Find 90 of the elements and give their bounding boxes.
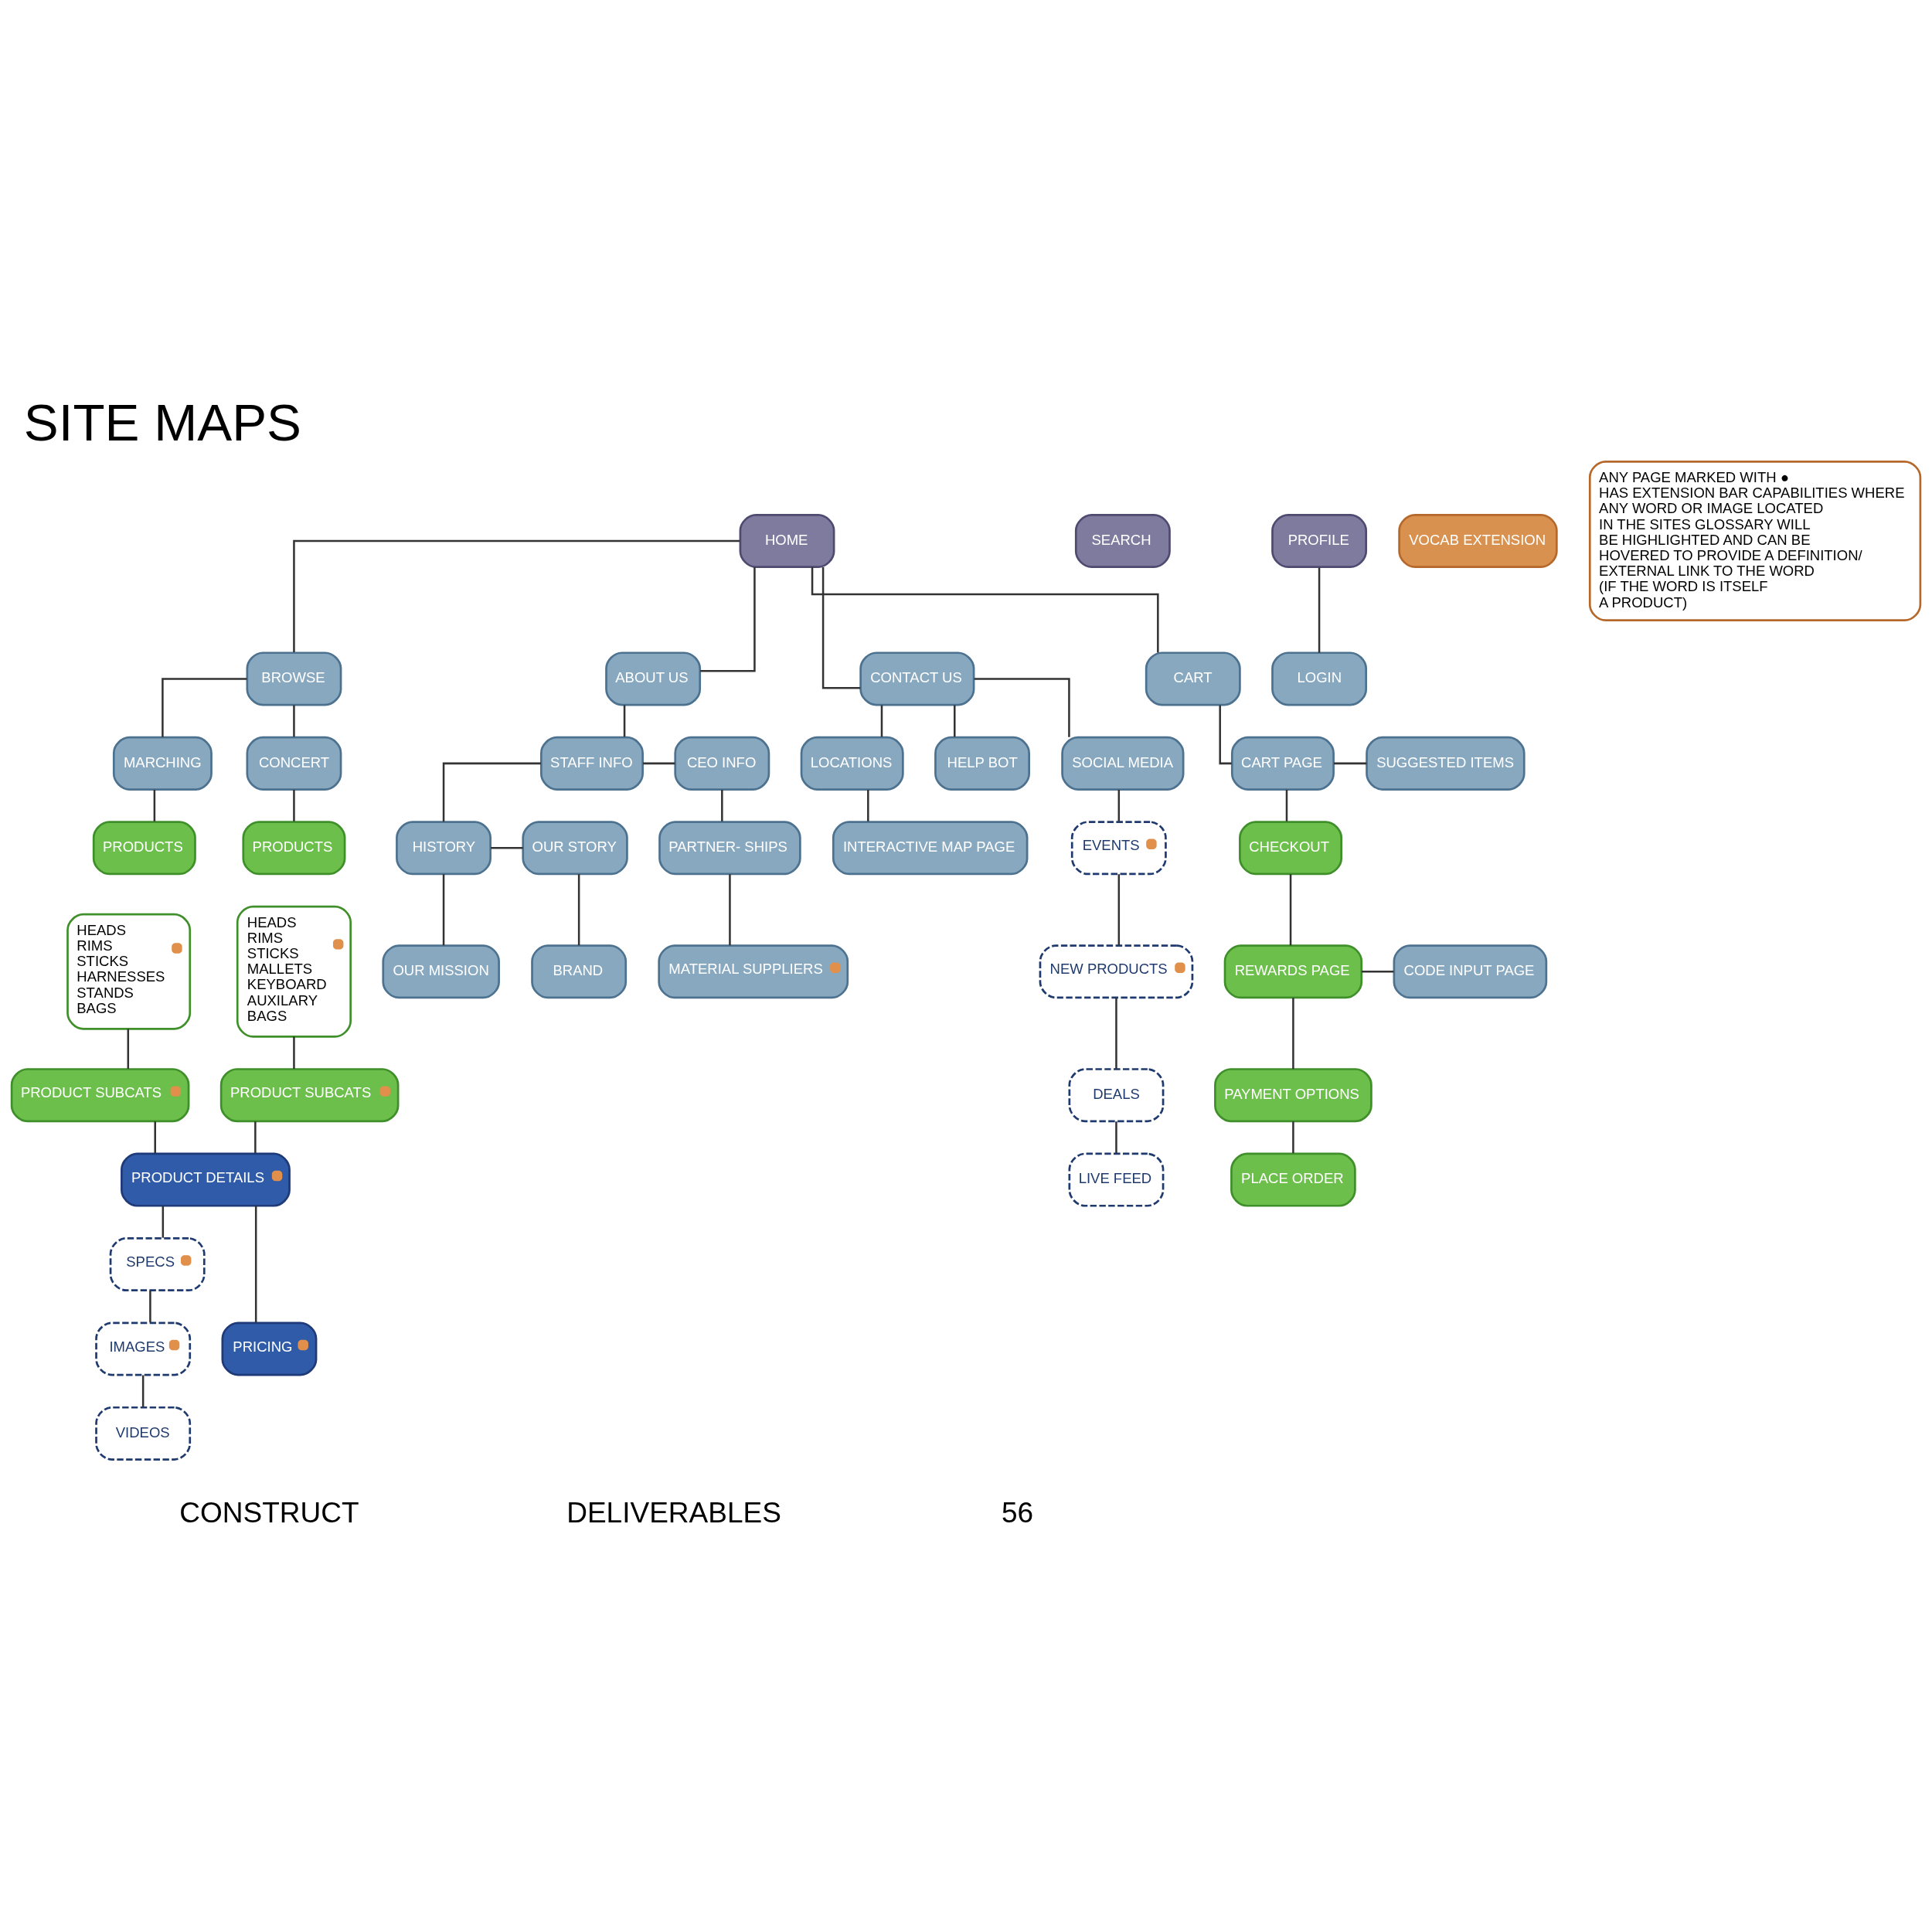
node-box: CONTACT US [859, 651, 975, 706]
connector [1292, 997, 1294, 1069]
connector [1115, 1121, 1117, 1153]
connector [880, 704, 883, 736]
connector [153, 789, 156, 821]
node-box: SOCIAL MEDIA [1061, 736, 1185, 791]
connector [577, 873, 580, 945]
connector [974, 677, 1070, 737]
node-box: PRODUCTS [242, 820, 346, 875]
node-box: CODE INPUT PAGE [1393, 944, 1548, 998]
connector [162, 1206, 165, 1238]
node-box: BROWSE [246, 651, 342, 706]
node-box: PAYMENT OPTIONS [1214, 1067, 1372, 1122]
node-box: REWARDS PAGE [1223, 944, 1363, 998]
node-box: SUGGESTED ITEMS [1366, 736, 1526, 791]
connector [442, 873, 445, 945]
node-box: CHECKOUT [1239, 820, 1343, 875]
connector [821, 566, 861, 689]
connector [1333, 762, 1367, 764]
connector [1117, 873, 1121, 945]
connector [1117, 789, 1121, 821]
connector [442, 762, 541, 821]
connector [149, 1290, 151, 1322]
node-box: LOCATIONS [800, 736, 904, 791]
connector [1361, 970, 1394, 972]
connector [1292, 1121, 1294, 1153]
node-box: MARCHING [112, 736, 213, 791]
connector [293, 539, 740, 652]
node-box: HOME [739, 513, 835, 568]
node-box: CEO INFO [674, 736, 770, 791]
node-box: OUR STORY [522, 820, 628, 875]
connector [254, 1121, 257, 1153]
node-box: HELP BOT [934, 736, 1030, 791]
connector [490, 846, 523, 849]
connector [643, 762, 675, 764]
node-box: HISTORY [396, 820, 492, 875]
node-box: LIVE FEED [1068, 1152, 1165, 1207]
connector [293, 704, 295, 736]
node-box: CART [1145, 651, 1241, 706]
label: 56 [1001, 1495, 1034, 1529]
connector [623, 704, 626, 736]
connector [162, 677, 247, 737]
node-box: IMAGES [95, 1321, 192, 1376]
node-box: VOCAB EXTENSION [1398, 513, 1558, 568]
label: CONSTRUCT [179, 1495, 359, 1529]
node-box: SPECS [109, 1236, 206, 1291]
node-box: VIDEOS [95, 1406, 192, 1461]
connector [1285, 789, 1288, 821]
node-box: MATERIAL SUPPLIERS [658, 944, 849, 998]
node-box: PRICING [221, 1321, 318, 1376]
node-box: PROFILE [1271, 513, 1368, 568]
node-box: PARTNER- SHIPS [658, 820, 801, 875]
node-box: HEADS RIMS STICKS HARNESSES STANDS BAGS [66, 913, 192, 1030]
node-box: SEARCH [1074, 513, 1171, 568]
node-box: EVENTS [1070, 820, 1167, 875]
connector [729, 873, 731, 945]
node-box: LOGIN [1271, 651, 1368, 706]
node-box: CART PAGE [1230, 736, 1335, 791]
node-box: INTERACTIVE MAP PAGE [832, 820, 1029, 875]
connector [1219, 704, 1232, 764]
connector [254, 1205, 257, 1322]
connector [867, 789, 869, 821]
connector [1115, 997, 1117, 1069]
node-box: OUR MISSION [382, 944, 500, 998]
connector [811, 566, 1159, 652]
node-box: HEADS RIMS STICKS MALLETS KEYBOARD AUXILARY BAGS [236, 905, 352, 1038]
node-box: STAFF INFO [539, 736, 644, 791]
connector [127, 1029, 130, 1069]
node-box: CONCERT [246, 736, 342, 791]
node-box: PRODUCT SUBCATS [10, 1067, 190, 1122]
connector [141, 1375, 145, 1406]
connector [293, 1036, 295, 1069]
node-box: BRAND [531, 944, 628, 998]
connector [954, 704, 956, 736]
node-box: NEW PRODUCTS [1039, 944, 1194, 998]
node-box: ANY PAGE MARKED WITH ● HAS EXTENSION BAR CAPABILITIES WHERE ANY WORD OR IMAGE LOCATED IN THE SITES GLOSSARY WILL BE HIGHLIGHTED AND CAN BE HOVERED TO PROVIDE A DEFINITION/ EXTERNAL LINK TO THE WORD (IF THE WORD IS ITSELF A PRODUCT) [1588, 460, 1922, 621]
node-box: PLACE ORDER [1230, 1152, 1356, 1207]
node-box: DEALS [1068, 1067, 1165, 1122]
node-box: ABOUT US [605, 651, 702, 706]
node-box: PRODUCT SUBCATS [219, 1067, 400, 1122]
connector [721, 789, 723, 821]
connector [1289, 873, 1292, 945]
connector [1318, 566, 1321, 653]
diagram-title: SITE MAPS [23, 393, 301, 451]
connector [700, 566, 756, 672]
node-box: PRODUCT DETAILS [121, 1152, 291, 1207]
connector [293, 789, 295, 821]
node-box: PRODUCTS [92, 820, 196, 875]
label: DELIVERABLES [566, 1495, 781, 1529]
connector [154, 1121, 156, 1153]
